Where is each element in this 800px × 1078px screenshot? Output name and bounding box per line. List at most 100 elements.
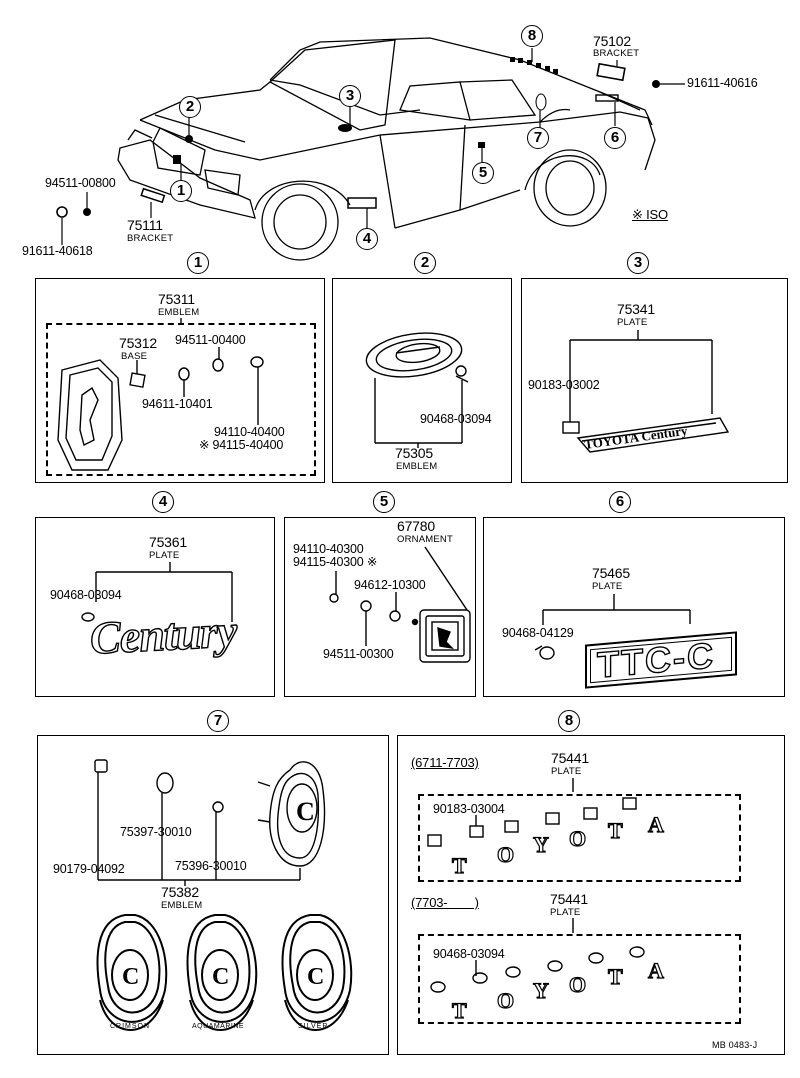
callout-2: 2 — [179, 96, 201, 118]
callout-1: 1 — [170, 180, 192, 202]
panel-8-callout: 8 — [558, 710, 580, 732]
panel-5-callout: 5 — [373, 491, 395, 513]
assembly-name: EMBLEM — [396, 461, 438, 472]
assembly-boundary-group-1 — [418, 794, 741, 882]
part-number: 90179-04092 — [53, 862, 125, 876]
assembly-name: PLATE — [617, 317, 648, 328]
part-number: 90468-03094 — [50, 588, 122, 602]
panel-5 — [284, 517, 476, 697]
callout-5: 5 — [472, 162, 494, 184]
variant-label: SILVER — [298, 1023, 329, 1030]
assembly-name: ORNAMENT — [397, 534, 453, 545]
part-number-91611-40618: 91611-40618 — [22, 244, 93, 258]
assembly-boundary-group-2 — [418, 934, 741, 1024]
c-logo: C — [212, 964, 229, 990]
assembly-boundary — [46, 323, 316, 476]
assembly-name: PLATE — [149, 550, 180, 561]
letter-o: O — [569, 826, 586, 851]
letter-a: A — [648, 958, 664, 983]
c-logo: C — [296, 797, 315, 826]
letter-t: T — [452, 853, 467, 878]
callout-8: 8 — [521, 25, 543, 47]
letter-t: T — [608, 818, 623, 843]
iso-legend: ※ ISO — [632, 207, 668, 222]
letter-o: O — [497, 842, 514, 867]
part-name-bracket: BRACKET — [593, 48, 640, 59]
assembly-name: PLATE — [592, 581, 623, 592]
callout-3: 3 — [339, 85, 361, 107]
panel-7-callout: 7 — [207, 710, 229, 732]
part-number-75111: 75111 — [127, 217, 163, 233]
part-number: 75312 — [119, 335, 157, 351]
part-name: BASE — [121, 351, 148, 362]
letter-o: O — [497, 988, 514, 1013]
assembly-number: 75341 — [617, 301, 655, 317]
part-number: 90183-03002 — [528, 378, 600, 392]
letter-o: O — [569, 972, 586, 997]
letter-y: Y — [533, 978, 549, 1003]
variant-label: AQUAMARINE — [192, 1023, 245, 1030]
part-number: 90468-04129 — [502, 626, 574, 640]
part-number: 75397-30010 — [120, 825, 192, 839]
c-logo: C — [307, 964, 324, 990]
panel-1-callout: 1 — [187, 252, 209, 274]
part-number: 94612-10300 — [354, 578, 426, 592]
car-outline-drawing — [56, 37, 685, 261]
assembly-number: 75441 — [550, 891, 588, 907]
assembly-name: EMBLEM — [158, 307, 200, 318]
letter-t: T — [608, 964, 623, 989]
part-number: 75396-30010 — [175, 859, 247, 873]
assembly-name: PLATE — [551, 766, 582, 777]
panel-2 — [332, 278, 512, 483]
period-label: (7703- ) — [411, 895, 479, 910]
panel-6-callout: 6 — [609, 491, 631, 513]
panel-4-callout: 4 — [152, 491, 174, 513]
part-number: 94611-10401 — [142, 397, 213, 411]
assembly-number: 75465 — [592, 565, 630, 581]
panel-8 — [397, 735, 785, 1055]
panel-1 — [35, 278, 325, 483]
part-number-91611-40616: 91611-40616 — [687, 76, 758, 90]
part-number: 94110-40300 — [293, 542, 364, 556]
part-number: 94511-00400 — [175, 333, 246, 347]
letter-a: A — [648, 812, 664, 837]
diagram-code: MB 0483-J — [712, 1040, 758, 1050]
assembly-number: 75361 — [149, 534, 187, 550]
panel-3 — [521, 278, 788, 483]
part-number: ※ 94115-40400 — [199, 438, 284, 452]
assembly-name: EMBLEM — [161, 900, 203, 911]
part-number: 90468-03094 — [433, 947, 505, 961]
panel-3-callout: 3 — [627, 252, 649, 274]
part-number: 90183-03004 — [433, 802, 505, 816]
part-number: 94110-40400 — [214, 425, 285, 439]
variant-label: CRIMSON — [110, 1023, 151, 1030]
assembly-number: 75311 — [158, 291, 195, 307]
letter-y: Y — [533, 832, 549, 857]
part-number: 90468-03094 — [420, 412, 492, 426]
part-number: 94511-00300 — [323, 647, 394, 661]
part-number-94511-00800: 94511-00800 — [45, 176, 116, 190]
assembly-number: 75305 — [395, 445, 433, 461]
letter-t: T — [452, 998, 467, 1023]
assembly-number: 75441 — [551, 750, 589, 766]
panel-7 — [37, 735, 389, 1055]
c-logo: C — [122, 964, 139, 990]
part-name-bracket: BRACKET — [127, 233, 174, 244]
callout-4: 4 — [356, 228, 378, 250]
assembly-name: PLATE — [550, 907, 581, 918]
assembly-number: 67780 — [397, 518, 435, 534]
period-label: (6711-7703) — [411, 755, 479, 770]
panel-6 — [483, 517, 785, 697]
part-number-75102: 75102 — [593, 33, 631, 49]
panel-2-callout: 2 — [414, 252, 436, 274]
panel-4 — [35, 517, 275, 697]
callout-6: 6 — [604, 127, 626, 149]
assembly-number: 75382 — [161, 884, 199, 900]
